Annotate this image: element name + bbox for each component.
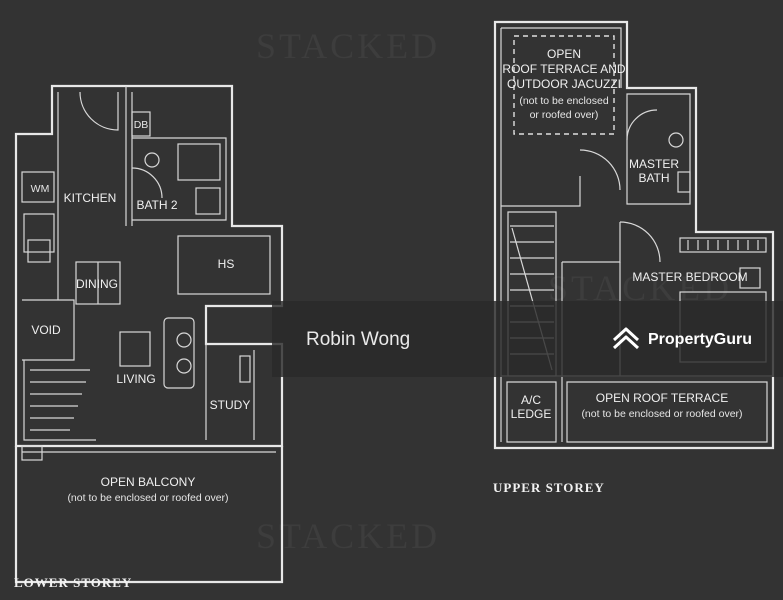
watermark-top: STACKED	[256, 26, 440, 66]
jacuzzi-area	[513, 35, 615, 135]
master-bath-door-icon	[626, 109, 658, 141]
wm-label: WM	[31, 183, 50, 195]
agent-watermark-banner	[272, 301, 783, 377]
wardrobe-icon	[679, 237, 767, 253]
roof-terrace-note: (not to be enclosed or roofed over)	[581, 408, 742, 420]
bath2-toilet-icon	[144, 152, 160, 168]
ac-ledge-label-1: A/C	[521, 393, 541, 407]
upper-storey-caption: UPPER STOREY	[493, 480, 605, 495]
brand-name: PropertyGuru	[648, 331, 753, 348]
ac-ledge-label-2: LEDGE	[511, 407, 552, 421]
lower-storey-plan: DB WM KITCHEN BATH 2 HS DINING VOID LIVI…	[14, 84, 284, 590]
void-stair-icon	[30, 369, 90, 431]
master-bath-label-2: BATH	[638, 171, 669, 185]
propertyguru-logo-icon	[612, 327, 640, 350]
terrace-note-2: or roofed over)	[530, 109, 599, 121]
balcony-label: OPEN BALCONY	[101, 475, 196, 489]
balcony-note: (not to be enclosed or roofed over)	[67, 492, 228, 504]
living-label: LIVING	[116, 372, 155, 386]
terrace-note-1: (not to be enclosed	[519, 95, 608, 107]
db-label: DB	[134, 119, 149, 131]
upper-storey-plan: OPEN ROOF TERRACE AND OUTDOOR JACUZZI (n…	[493, 20, 775, 495]
dining-label: DINING	[76, 277, 118, 291]
brand-logo: PropertyGuru	[610, 326, 752, 354]
terrace-label-1: OPEN	[547, 47, 581, 61]
upper-outer-wall	[493, 20, 775, 450]
lower-storey-caption: LOWER STOREY	[14, 575, 132, 590]
balcony-outline	[14, 446, 284, 584]
master-bedroom-label: MASTER BEDROOM	[632, 270, 747, 284]
terrace-door-icon	[579, 149, 621, 191]
bedroom-door-icon	[619, 221, 661, 263]
roof-terrace-label: OPEN ROOF TERRACE	[596, 391, 728, 405]
coffee-table-icon	[119, 331, 151, 367]
void-label: VOID	[31, 323, 61, 337]
bath2-label: BATH 2	[136, 198, 177, 212]
terrace-label-2: ROOF TERRACE AND	[502, 62, 625, 76]
master-bath-toilet-icon	[668, 132, 684, 148]
hs-label: HS	[218, 257, 235, 271]
hs-room	[177, 235, 271, 295]
bath2-door-icon	[131, 167, 163, 199]
study-label: STUDY	[210, 398, 251, 412]
agent-name: Robin Wong	[306, 329, 411, 350]
terrace-label-3: OUTDOOR JACUZZI	[507, 77, 621, 91]
kitchen-label: KITCHEN	[64, 191, 117, 205]
kitchen-door-icon	[79, 91, 119, 131]
master-bath-label-1: MASTER	[629, 157, 679, 171]
sofa-icon	[163, 317, 195, 389]
watermark-bottom: STACKED	[256, 516, 440, 556]
lower-outer-wall	[14, 84, 284, 448]
